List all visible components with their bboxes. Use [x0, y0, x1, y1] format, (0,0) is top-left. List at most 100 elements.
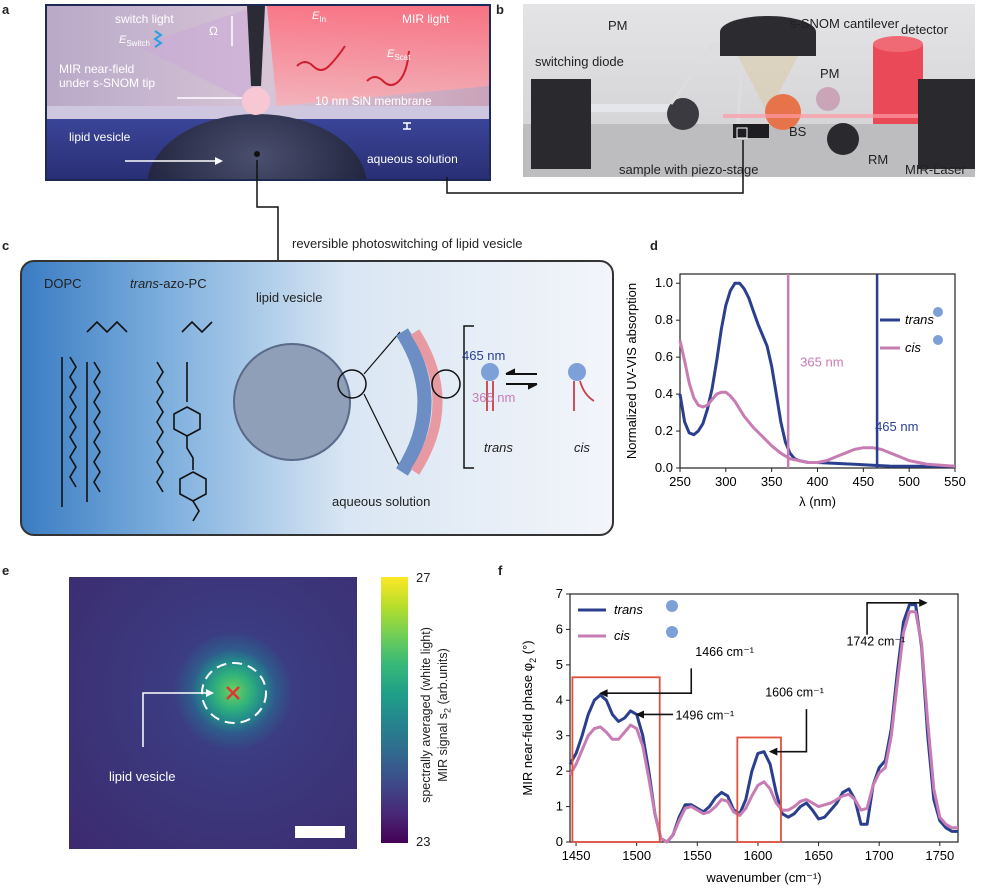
panel-c-title: reversible photoswitching of lipid vesic… [292, 236, 523, 251]
y-tick-label: 5 [556, 657, 563, 672]
annotation-1496: 1496 cm⁻¹ [675, 708, 734, 722]
y-tick-label: 3 [556, 728, 563, 743]
connector-lines [256, 140, 744, 260]
legend-molecule-icon [933, 307, 943, 317]
scale-bar [295, 826, 345, 838]
y-tick-label: 7 [556, 586, 563, 601]
nm365-label: 365 nm [472, 390, 516, 405]
y-axis-label: MIR near-field phase φ2 (°) [520, 640, 538, 795]
colorbar-max: 27 [416, 570, 431, 585]
arrowhead-1466 [599, 689, 608, 698]
panel-e-image: lipid vesicle [69, 577, 357, 849]
panel-b: PM s-SNOM cantilever detector switching … [523, 4, 975, 177]
e-switch-label: ESwitch [119, 34, 150, 49]
x-axis-label: wavenumber (cm⁻¹) [705, 870, 821, 885]
x-tick-label: 1750 [925, 848, 954, 863]
nm465-label: 465 nm [462, 348, 506, 363]
colorbar-label: spectrally averaged (white light) MIR si… [419, 627, 453, 803]
panel-e-overlay [142, 662, 345, 838]
cis-label-c: cis [574, 440, 590, 455]
legend-molecule-icon [666, 600, 678, 612]
x-tick-label: 1500 [622, 848, 651, 863]
x-tick-label: 500 [898, 474, 920, 489]
incident-wave-icon [296, 45, 346, 71]
sample-label: sample with piezo-stage [619, 162, 759, 177]
panel-label-c: c [2, 238, 10, 253]
cis-molecule-icon [568, 363, 586, 381]
arrowhead-1606 [768, 747, 778, 756]
scattered-wave-icon [366, 50, 410, 86]
aqueous-label-a: aqueous solution [367, 152, 458, 166]
x-tick-label: 400 [807, 474, 829, 489]
mirror-icon [667, 98, 699, 130]
panel-c: DOPC trans-azo-PC lipid vesicle aqueous … [20, 260, 614, 536]
parabolic-mirror-icon [765, 94, 801, 130]
omega-label: Ω [209, 24, 218, 38]
panel-a-illustration [47, 6, 489, 179]
annotation-1606: 1606 cm⁻¹ [765, 686, 824, 700]
x-tick-label: 450 [852, 474, 874, 489]
legend-label-cis: cis [614, 628, 630, 643]
trans-molecule-icon [481, 363, 499, 381]
forward-arrow-icon [506, 383, 538, 390]
aqueous-label-c: aqueous solution [332, 494, 431, 509]
annotation-365: 365 nm [800, 354, 843, 369]
y-tick-label: 0.0 [655, 460, 673, 475]
detector-icon [873, 44, 923, 124]
highlight-box-1 [571, 676, 661, 843]
center-cross-icon [226, 686, 240, 700]
arrowhead-1742 [919, 598, 928, 607]
trans-azo-label: trans-azo-PC [130, 276, 207, 291]
pm-label-2: PM [820, 66, 840, 81]
panel-label-d: d [650, 238, 658, 253]
legend-label-cis: cis [905, 340, 921, 355]
y-tick-label: 2 [556, 763, 563, 778]
colorbar [381, 577, 408, 843]
annotation-arrow-1466 [605, 668, 693, 694]
membrane-label: 10 nm SiN membrane [315, 94, 432, 108]
panel-a: switch light ESwitch Ω EIn MIR light ESc… [45, 4, 491, 181]
mir-laser-icon [918, 79, 975, 169]
annotation-465: 465 nm [875, 419, 918, 434]
y-tick-label: 0.4 [655, 386, 673, 401]
x-axis-label: λ (nm) [799, 494, 836, 509]
annotation-arrow-1742 [866, 602, 921, 635]
switch-wave-icon [153, 30, 163, 48]
pm-icon [816, 87, 840, 111]
highlight-box-2 [736, 736, 782, 843]
annotation-1742: 1742 cm⁻¹ [846, 634, 905, 648]
legend-label-trans: trans [905, 312, 934, 327]
pm-label-1: PM [608, 18, 628, 33]
azo-pc-structure-icon [156, 320, 213, 522]
series-line-cis [678, 340, 956, 468]
mir-light-label: MIR light [402, 12, 450, 26]
panel-label-a: a [2, 2, 10, 17]
series-line-trans [678, 281, 955, 468]
lipid-vesicle-label-a: lipid vesicle [69, 130, 131, 144]
trans-label-c: trans [484, 440, 513, 455]
x-tick-label: 350 [761, 474, 783, 489]
y-tick-label: 0.6 [655, 349, 673, 364]
dopc-structure-icon [61, 320, 128, 507]
switch-light-label: switch light [115, 12, 174, 26]
rm-icon [827, 123, 859, 155]
panel-label-e: e [2, 563, 10, 578]
y-tick-label: 6 [556, 621, 563, 636]
panel-c-illustration [61, 320, 595, 522]
cantilever-label: s-SNOM cantilever [790, 16, 900, 31]
plot-frame [679, 273, 956, 469]
x-tick-label: 250 [669, 474, 691, 489]
dopc-label: DOPC [44, 276, 82, 291]
y-tick-label: 0.8 [655, 312, 673, 327]
x-tick-label: 1650 [804, 848, 833, 863]
rm-label: RM [868, 152, 889, 167]
x-tick-label: 550 [944, 474, 966, 489]
panel-label-f: f [498, 563, 503, 578]
x-tick-label: 1600 [743, 848, 772, 863]
legend-label-trans: trans [614, 602, 643, 617]
switching-diode-icon [531, 79, 591, 169]
y-tick-label: 0 [556, 834, 563, 849]
x-tick-label: 1450 [562, 848, 591, 863]
